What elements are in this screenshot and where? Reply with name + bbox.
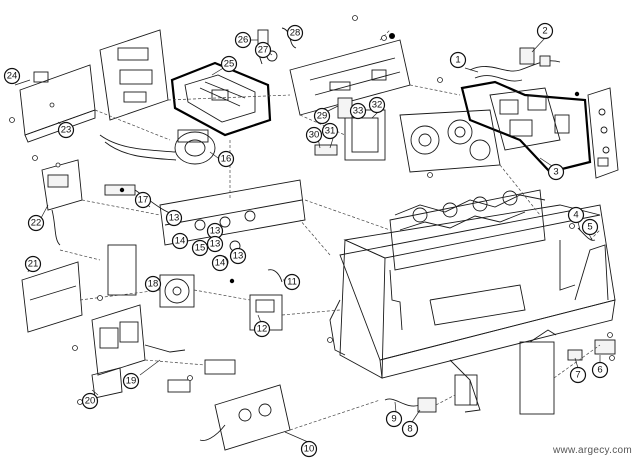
callout-19: 19: [122, 372, 140, 390]
callout-27: 27: [254, 41, 272, 59]
callout-3: 3: [547, 163, 565, 181]
callout-label: 21: [28, 259, 39, 270]
gear-assembly: [289, 39, 501, 173]
callout-label: 16: [221, 154, 232, 165]
callout-23: 23: [57, 121, 75, 139]
callout-label: 15: [195, 243, 206, 254]
callout-label: 11: [287, 277, 297, 288]
callout-14: 14: [171, 232, 189, 250]
callout-11: 11: [283, 273, 301, 291]
fuser-board: [170, 61, 272, 137]
motor: [99, 129, 216, 165]
callout-10: 10: [300, 440, 318, 458]
callout-label: 13: [210, 226, 221, 237]
callout-28: 28: [286, 24, 304, 42]
callout-label: 33: [353, 106, 364, 117]
callout-14: 14: [211, 254, 229, 272]
callout-25: 25: [220, 55, 238, 73]
callout-7: 7: [569, 366, 587, 384]
callout-label: 26: [238, 35, 249, 46]
watermark-text: www.argecy.com: [552, 445, 632, 456]
callout-label: 30: [309, 130, 320, 141]
callout-label: 12: [257, 324, 268, 335]
top-left-bracket: [99, 29, 169, 121]
callout-label: 29: [317, 111, 328, 122]
callout-label: 5: [587, 222, 592, 233]
callout-label: 28: [290, 28, 301, 39]
callout-label: 13: [233, 251, 244, 262]
callout-4: 4: [567, 206, 585, 224]
left-plate: [21, 261, 83, 333]
callout-label: 7: [575, 370, 580, 381]
callout-label: 13: [169, 213, 180, 224]
callout-label: 17: [138, 195, 149, 206]
callout-13: 13: [206, 235, 224, 253]
callout-24: 24: [3, 67, 21, 85]
callout-13: 13: [165, 209, 183, 227]
callout-label: 27: [258, 45, 269, 56]
top-harness: [469, 47, 561, 82]
callout-12: 12: [253, 320, 271, 338]
callout-label: 14: [175, 236, 186, 247]
callout-9: 9: [385, 410, 403, 428]
callout-label: 24: [7, 71, 18, 82]
left-cover-panel: [19, 64, 96, 143]
right-small-parts: [519, 223, 616, 415]
callout-33: 33: [349, 102, 367, 120]
bottom-cable: [384, 397, 437, 413]
callout-1: 1: [449, 51, 467, 69]
callout-2: 2: [536, 22, 554, 40]
callout-label: 9: [391, 414, 396, 425]
callout-21: 21: [24, 255, 42, 273]
power-unit: [91, 304, 191, 399]
fan: [107, 244, 195, 308]
callout-label: 1: [455, 55, 460, 66]
callout-label: 32: [372, 100, 383, 111]
right-side-plate: [587, 87, 619, 179]
callout-6: 6: [591, 361, 609, 379]
callout-label: 20: [85, 396, 96, 407]
callout-5: 5: [581, 218, 599, 236]
callout-22: 22: [27, 214, 45, 232]
callout-32: 32: [368, 96, 386, 114]
callout-label: 23: [61, 125, 72, 136]
callout-label: 14: [215, 258, 226, 269]
callout-label: 6: [597, 365, 602, 376]
callout-label: 18: [148, 279, 159, 290]
callout-18: 18: [144, 275, 162, 293]
sensor-board: [229, 269, 283, 331]
callout-16: 16: [217, 150, 235, 168]
callout-30: 30: [305, 126, 323, 144]
callout-label: 25: [224, 59, 235, 70]
callout-label: 31: [325, 126, 336, 137]
callout-20: 20: [81, 392, 99, 410]
callout-31: 31: [321, 122, 339, 140]
callout-label: 2: [542, 26, 547, 37]
callout-label: 19: [126, 376, 137, 387]
harness-group-outline: [460, 80, 592, 174]
callout-label: 4: [573, 210, 578, 221]
callout-8: 8: [401, 420, 419, 438]
bottom-board: [199, 359, 291, 451]
callout-label: 22: [31, 218, 42, 229]
callout-label: 10: [304, 444, 315, 455]
main-frame: [329, 189, 616, 413]
callout-13: 13: [229, 247, 247, 265]
callout-29: 29: [313, 107, 331, 125]
callout-17: 17: [134, 191, 152, 209]
side-bracket: [41, 159, 83, 246]
callout-26: 26: [234, 31, 252, 49]
callout-label: 3: [553, 167, 558, 178]
callout-label: 13: [210, 239, 221, 250]
callout-15: 15: [191, 239, 209, 257]
callout-label: 8: [407, 424, 412, 435]
